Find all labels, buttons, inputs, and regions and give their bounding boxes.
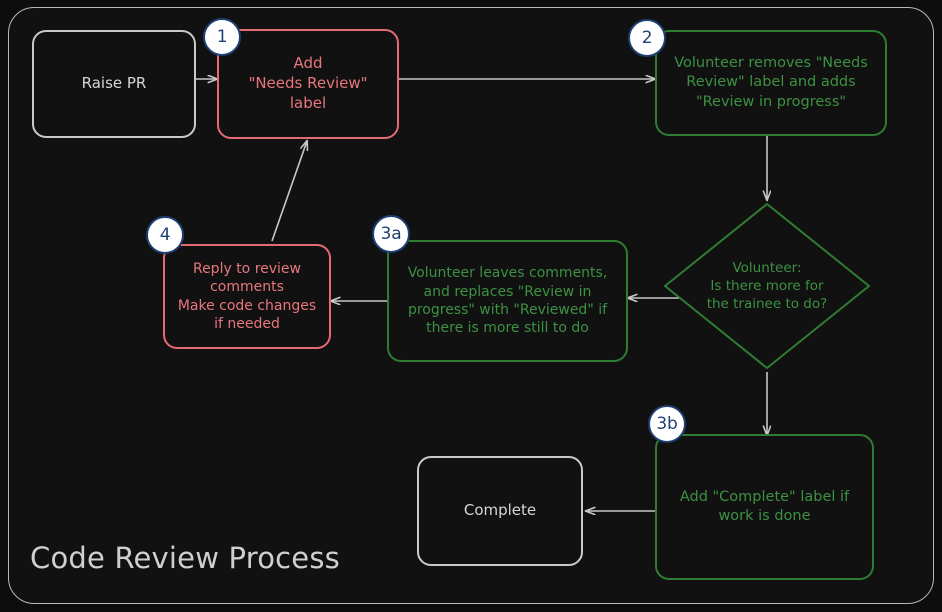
node-complete[interactable]: Complete xyxy=(417,456,583,566)
step-badge-2[interactable]: 2 xyxy=(628,19,666,57)
node-raise-pr-label: Raise PR xyxy=(81,74,147,93)
node-volunteer-removes-label: Volunteer removes "Needs Review" label a… xyxy=(674,55,868,110)
node-add-needs-review-label-text: Add "Needs Review" label xyxy=(248,54,368,112)
diagram-title: Code Review Process xyxy=(30,541,340,575)
step-badge-3a[interactable]: 3a xyxy=(372,215,410,253)
step-badge-4-text: 4 xyxy=(159,225,171,245)
node-volunteer-leaves-comments[interactable]: Volunteer leaves comments, and replaces … xyxy=(387,240,628,362)
node-raise-pr[interactable]: Raise PR xyxy=(32,30,196,138)
diamond-shape xyxy=(664,203,870,369)
node-add-complete-label[interactable]: Add "Complete" label if work is done xyxy=(655,434,874,580)
step-badge-4[interactable]: 4 xyxy=(146,216,184,254)
node-volunteer-removes-needs-review[interactable]: Volunteer removes "Needs Review" label a… xyxy=(655,30,887,136)
node-volunteer-leaves-label: Volunteer leaves comments, and replaces … xyxy=(407,265,608,337)
node-volunteer-decision[interactable]: Volunteer: Is there more for the trainee… xyxy=(659,200,875,372)
node-volunteer-decision-label: Volunteer: Is there more for the trainee… xyxy=(706,259,828,313)
node-complete-label: Complete xyxy=(463,501,537,520)
node-add-needs-review-label[interactable]: Add "Needs Review" label xyxy=(217,29,399,139)
step-badge-2-text: 2 xyxy=(641,28,653,48)
step-badge-3b[interactable]: 3b xyxy=(648,405,686,443)
node-add-complete-label-text: Add "Complete" label if work is done xyxy=(679,488,850,524)
step-badge-1[interactable]: 1 xyxy=(203,18,241,56)
step-badge-1-text: 1 xyxy=(216,27,228,47)
step-badge-3b-text: 3b xyxy=(656,414,678,434)
node-reply-to-review-comments[interactable]: Reply to review comments Make code chang… xyxy=(163,244,331,349)
step-badge-3a-text: 3a xyxy=(380,224,402,244)
node-reply-to-review-label: Reply to review comments Make code chang… xyxy=(177,260,317,332)
